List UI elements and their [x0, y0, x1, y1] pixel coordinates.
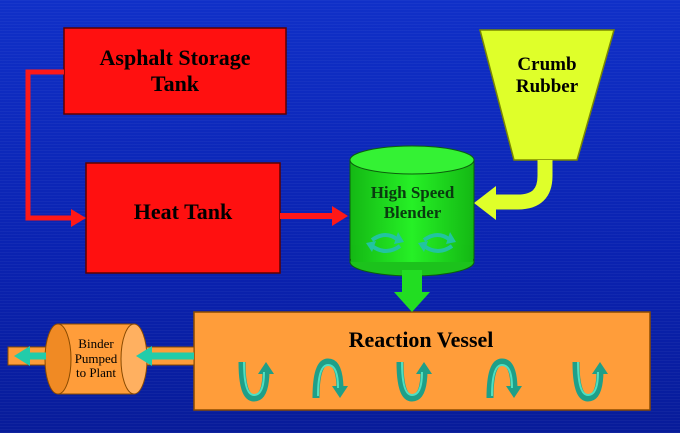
- asphalt-storage-tank-label-line2: Tank: [150, 71, 200, 96]
- reaction-vessel-label-text: Reaction Vessel: [348, 327, 494, 353]
- vessel-mixing-arrows: [238, 358, 608, 402]
- arrow-crumb-to-blender-head: [474, 186, 496, 220]
- crumb-rubber-label-line2: Rubber: [515, 76, 579, 97]
- high-speed-blender-top: [349, 145, 475, 175]
- vessel-mixing-arrows-highlight: [243, 361, 599, 397]
- heat-tank-label: Heat Tank: [86, 188, 280, 236]
- arrow-blender-to-vessel-head: [394, 292, 430, 312]
- arrow-storage-to-heat-head: [71, 209, 86, 227]
- crumb-rubber-label: Crumb Rubber: [492, 44, 602, 108]
- asphalt-storage-tank-box: [63, 27, 287, 115]
- high-speed-blender-label-line2: Blender: [383, 203, 442, 222]
- arrow-pump-to-plant-head: [14, 346, 30, 366]
- high-speed-blender-label-line1: High Speed: [370, 182, 455, 202]
- crumb-rubber-hopper: [479, 29, 615, 161]
- arrow-vessel-to-pump-head: [136, 346, 152, 366]
- heat-tank-box: [85, 162, 281, 274]
- blender-rotation-arrows: [366, 232, 456, 253]
- arrow-heat-to-blender-head: [332, 206, 348, 226]
- crumb-rubber-label-line1: Crumb: [517, 53, 577, 75]
- binder-pump-label-line2: Pumped: [74, 350, 118, 366]
- binder-pump-label-line3: to Plant: [75, 365, 117, 381]
- reaction-vessel-label: Reaction Vessel: [196, 322, 646, 358]
- binder-pump-label-line1: Binder: [78, 335, 114, 351]
- arrow-blender-to-vessel-shaft: [402, 270, 422, 294]
- asphalt-storage-tank-label-line1: Asphalt Storage: [99, 45, 251, 71]
- binder-pump-label: Binder Pumped to Plant: [58, 326, 134, 392]
- arrow-crumb-to-blender: [492, 160, 553, 210]
- asphalt-storage-tank-label: Asphalt Storage Tank: [64, 30, 286, 112]
- heat-tank-label-text: Heat Tank: [133, 199, 233, 225]
- arrow-storage-to-heat: [25, 69, 74, 221]
- high-speed-blender-label: High Speed Blender: [350, 178, 475, 228]
